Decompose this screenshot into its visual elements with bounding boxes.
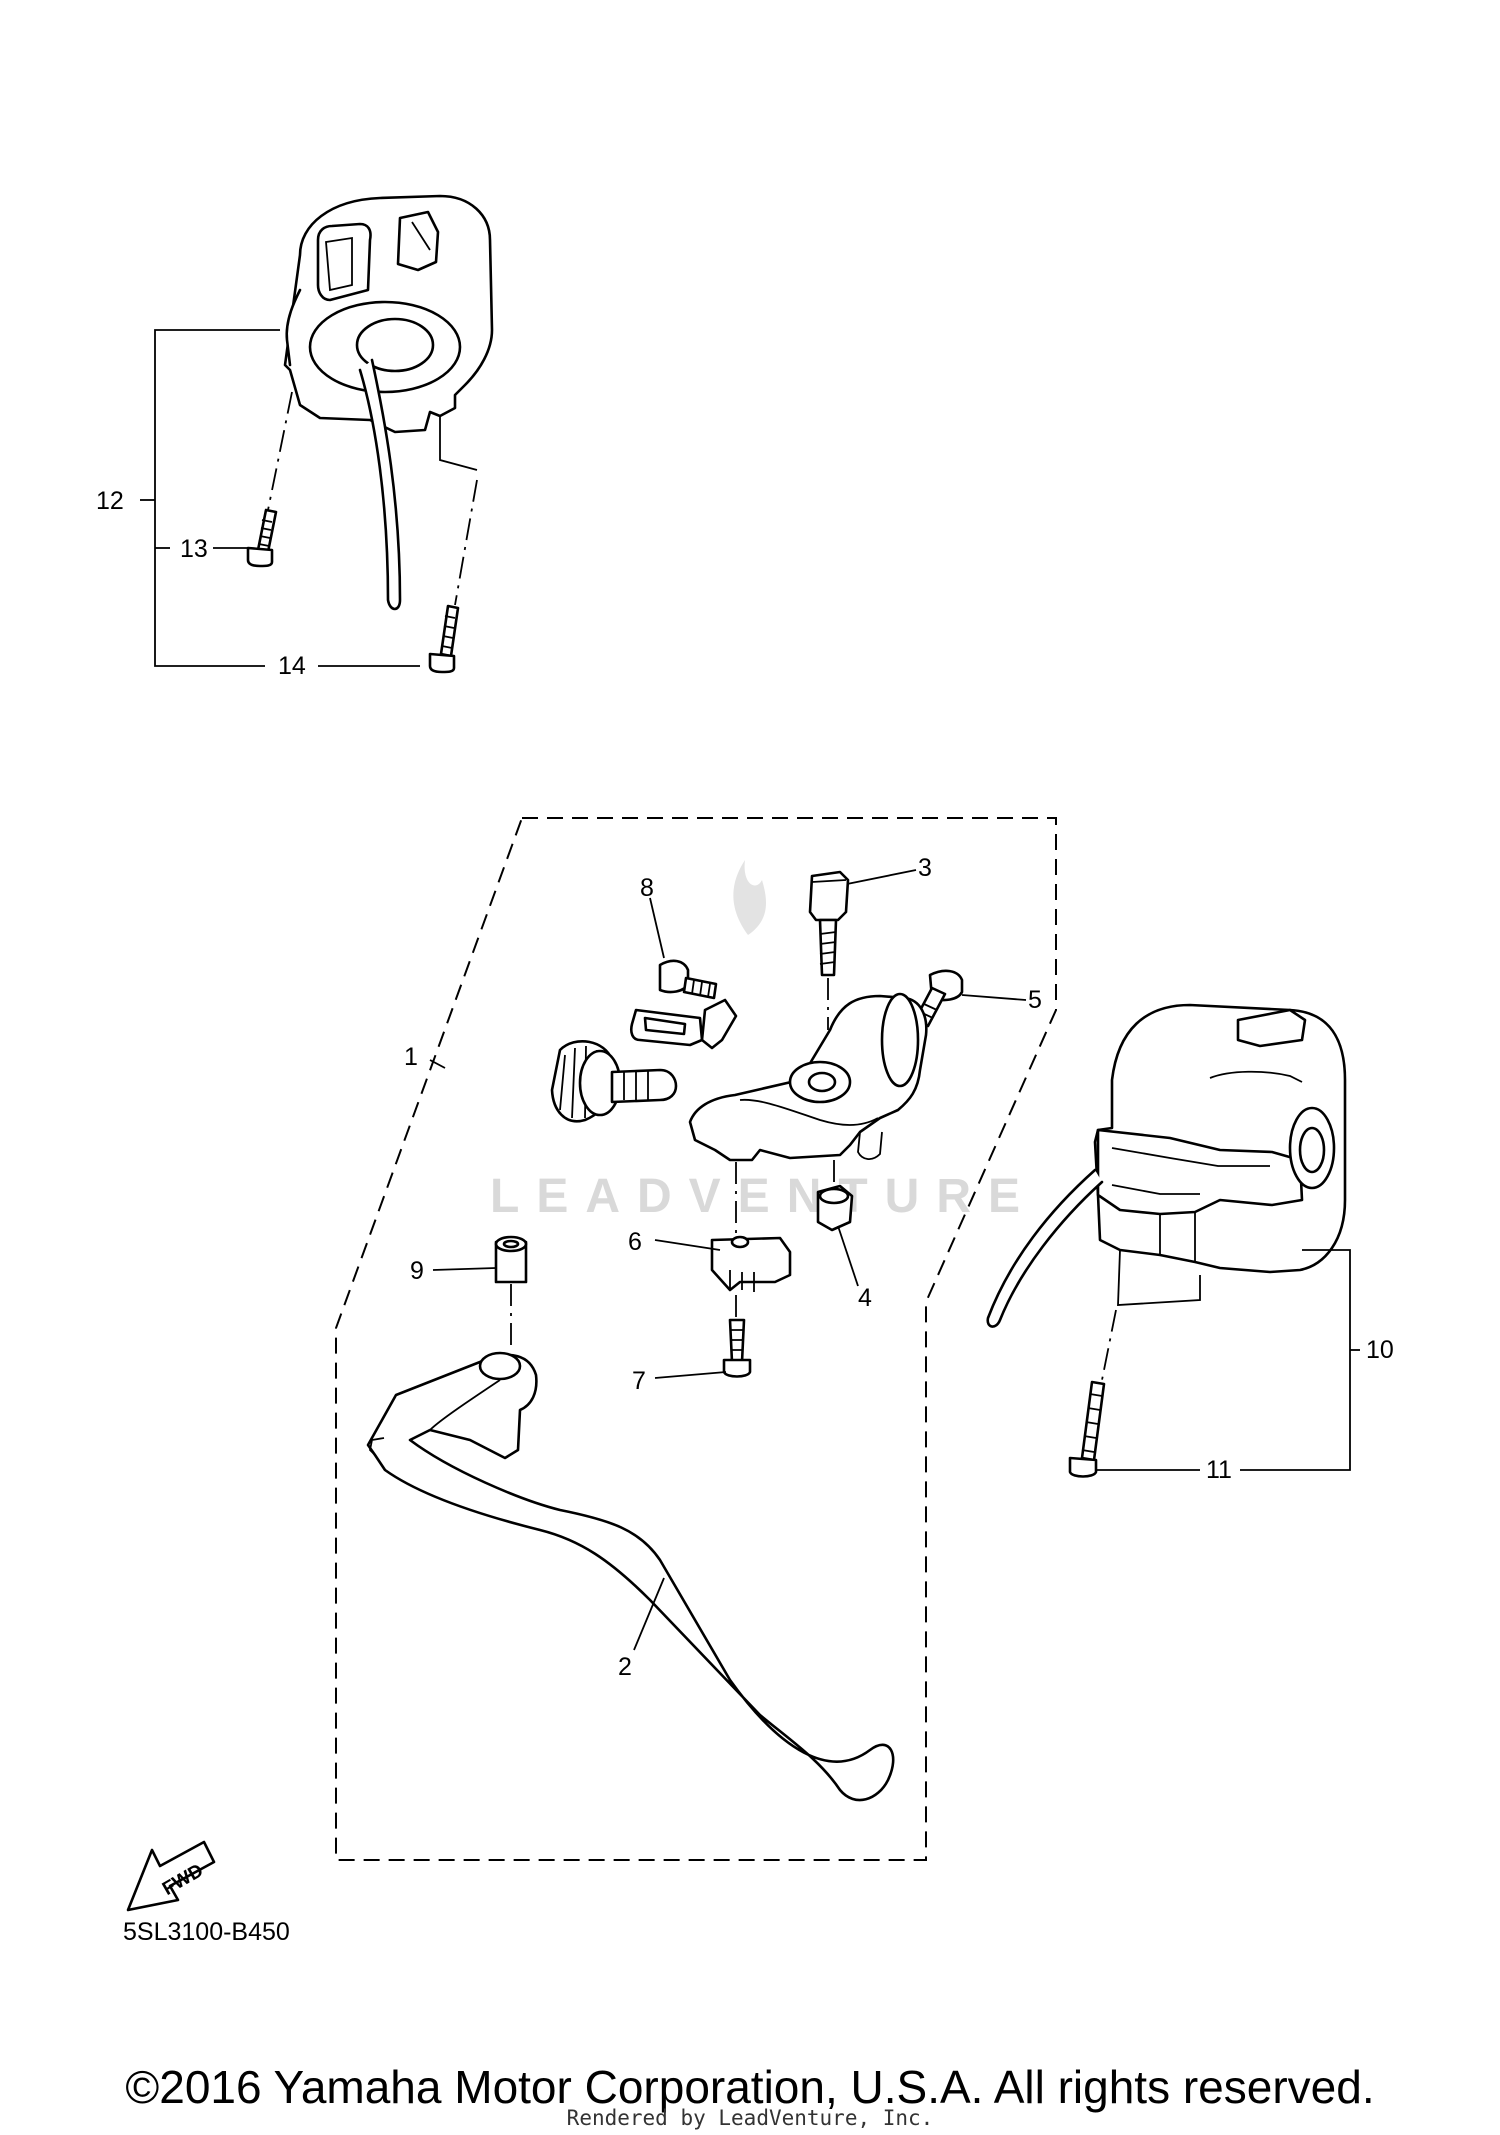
callout-9: 9 [410,1257,424,1285]
copyright-text: ©2016 Yamaha Motor Corporation, U.S.A. A… [125,2061,1375,2113]
callout-12: 12 [96,487,124,515]
lever-holder-assembly [494,870,964,1378]
watermark-text: LEADVENTURE [490,1170,1037,1223]
left-group-leaders: 12 13 14 [96,329,420,680]
callout-11: 11 [1206,1456,1232,1484]
callout-7: 7 [632,1367,646,1395]
rendered-by-text: Rendered by LeadVenture, Inc. [566,2106,934,2130]
callout-10: 10 [1366,1336,1394,1364]
assembly-leaders: 1 2 3 4 5 6 7 8 9 [404,854,1042,1681]
right-handlebar-switch [986,1003,1347,1478]
diagram-code: 5SL3100-B450 [123,1918,290,1946]
callout-3: 3 [918,854,932,882]
fwd-arrow-icon: FWD [126,1840,216,1912]
callout-13: 13 [180,535,208,563]
callout-1: 1 [404,1043,418,1071]
callout-5: 5 [1028,986,1042,1014]
callout-6: 6 [628,1228,642,1256]
lever-2 [366,1353,895,1802]
callout-8: 8 [640,874,654,902]
lever-pivot-hole [478,1351,522,1381]
leadventure-watermark: LEADVENTURE [490,860,1037,1223]
callout-4: 4 [858,1284,872,1312]
callout-14: 14 [278,652,306,680]
left-handlebar-switch [246,194,494,674]
assembly-1-boundary [335,817,1057,1861]
right-group-leaders: 10 11 [1096,1249,1394,1484]
callout-2: 2 [618,1653,632,1681]
